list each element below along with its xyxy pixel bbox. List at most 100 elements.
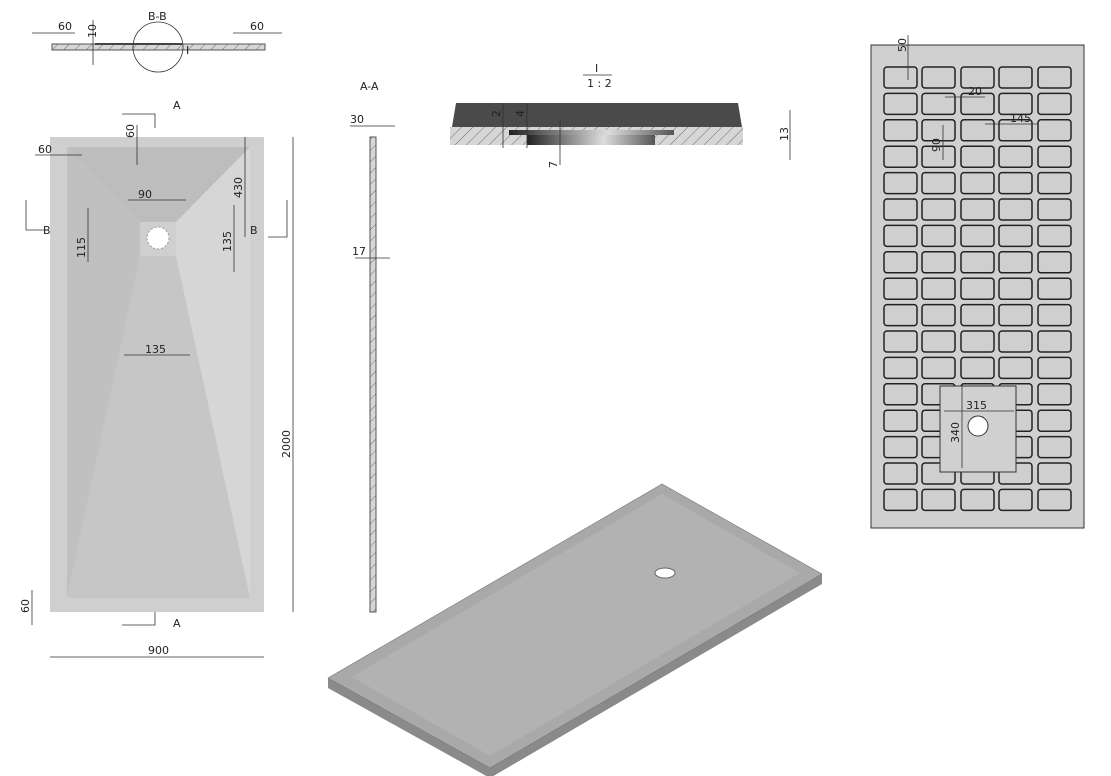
- grid-cell: [921, 356, 956, 380]
- grid-cell: [960, 224, 995, 248]
- grid-cell: [883, 277, 918, 300]
- grid-cell: [1037, 435, 1072, 459]
- bottom-view: 50 20 145 90 315 340: [870, 35, 1085, 529]
- grid-cell: [883, 66, 918, 89]
- grid-cell: [960, 145, 995, 168]
- section-aa-title: A-A: [360, 80, 379, 93]
- grid-cell: [921, 251, 956, 274]
- dim-detail-4: 4: [514, 110, 527, 117]
- grid-cell: [1037, 171, 1072, 195]
- grid-cell: [1037, 119, 1072, 142]
- grid-cell: [883, 462, 918, 485]
- grid-cell: [921, 277, 956, 300]
- dim-detail-7: 7: [547, 161, 560, 168]
- grid-cell: [883, 330, 918, 353]
- grid-cell: [998, 66, 1033, 89]
- grid-cell: [998, 171, 1033, 195]
- grid-cell: [998, 356, 1033, 380]
- dim-bb-thickness: 10: [86, 24, 99, 38]
- drain-hole: [146, 226, 170, 250]
- detail-circle: [132, 21, 184, 73]
- grid-cell: [960, 488, 995, 512]
- grid-cell: [883, 251, 918, 274]
- grid-cell: [921, 92, 956, 116]
- grid-cell: [883, 435, 918, 459]
- grid-cell: [960, 92, 995, 116]
- grid-cell: [921, 145, 956, 168]
- dim-top-offset: 60: [124, 124, 137, 138]
- grid-cell: [921, 198, 956, 221]
- grid-cell: [1037, 383, 1072, 406]
- grid-cell: [960, 356, 995, 380]
- detail-i: I 1 : 2 2 4 7 13: [450, 62, 791, 168]
- dim-drain-diameter: 90: [138, 188, 152, 201]
- dim-left-offset: 60: [38, 143, 52, 156]
- dim-drain-from-top: 430: [232, 177, 245, 198]
- grid-cell: [883, 409, 918, 432]
- grid-cell: [921, 119, 956, 142]
- grid-cell: [1037, 277, 1072, 300]
- section-mark-a-bottom: A: [173, 617, 181, 630]
- grid-cell: [883, 171, 918, 195]
- dim-bb-right: 60: [250, 20, 264, 33]
- grid-cell: [921, 171, 956, 195]
- section-mark-b-left: B: [43, 224, 51, 237]
- grid-cell: [921, 330, 956, 353]
- dim-length: 2000: [280, 430, 293, 458]
- dim-bottom-offset: 60: [19, 599, 32, 613]
- dim-detail-2: 2: [490, 110, 503, 117]
- grid-cell: [1037, 330, 1072, 353]
- isometric-view: [327, 483, 823, 776]
- grid-cell: [960, 251, 995, 274]
- plan-view: A A B B 60 60 90 115 430 135 135 2000 90…: [19, 99, 294, 658]
- detail-marker: I: [186, 44, 189, 57]
- dim-drain-height: 135: [221, 231, 234, 252]
- grid-cell: [1037, 409, 1072, 432]
- dim-cell-width: 145: [1010, 112, 1031, 125]
- grid-cell: [960, 303, 995, 327]
- grid-cell: [960, 66, 995, 89]
- grid-cell: [1037, 303, 1072, 327]
- grid-cell: [998, 277, 1033, 300]
- grid-cell: [921, 488, 956, 512]
- dim-detail-13: 13: [778, 127, 791, 141]
- dim-cutout-height: 340: [949, 422, 962, 443]
- grid-cell: [1037, 66, 1072, 89]
- section-mark-b-right: B: [250, 224, 258, 237]
- grid-cell: [883, 383, 918, 406]
- section-b-b: B-B I 60 10 60: [32, 10, 282, 73]
- grid-cell: [998, 224, 1033, 248]
- grid-cell: [883, 145, 918, 168]
- grid-cell: [960, 277, 995, 300]
- grid-cell: [998, 145, 1033, 168]
- dim-aa-width: 30: [350, 113, 364, 126]
- dim-width: 900: [148, 644, 169, 657]
- grid-cell: [998, 303, 1033, 327]
- grid-cell: [883, 198, 918, 221]
- detail-scale: 1 : 2: [587, 77, 612, 90]
- grid-cell: [1037, 224, 1072, 248]
- grid-cell: [1037, 145, 1072, 168]
- grid-cell: [1037, 488, 1072, 512]
- grid-cell: [998, 119, 1033, 142]
- grid-cell: [921, 303, 956, 327]
- dim-rib-width: 20: [968, 85, 982, 98]
- grid-cell: [1037, 198, 1072, 221]
- dim-bottom-margin: 50: [896, 38, 909, 52]
- grid-cell: [883, 119, 918, 142]
- iso-drain: [654, 567, 676, 579]
- grid-cell: [883, 92, 918, 116]
- grid-cell: [998, 198, 1033, 221]
- grid-cell: [921, 66, 956, 89]
- grid-cell: [1037, 92, 1072, 116]
- support-grid: [883, 66, 1072, 512]
- grid-cell: [960, 171, 995, 195]
- grid-cell: [883, 303, 918, 327]
- dim-cell-height: 90: [930, 138, 943, 152]
- grid-cell: [1037, 251, 1072, 274]
- grid-cell: [998, 251, 1033, 274]
- grid-cell: [921, 224, 956, 248]
- dim-outer-diameter: 115: [75, 237, 88, 258]
- grid-cell: [998, 330, 1033, 353]
- grid-cell: [883, 356, 918, 380]
